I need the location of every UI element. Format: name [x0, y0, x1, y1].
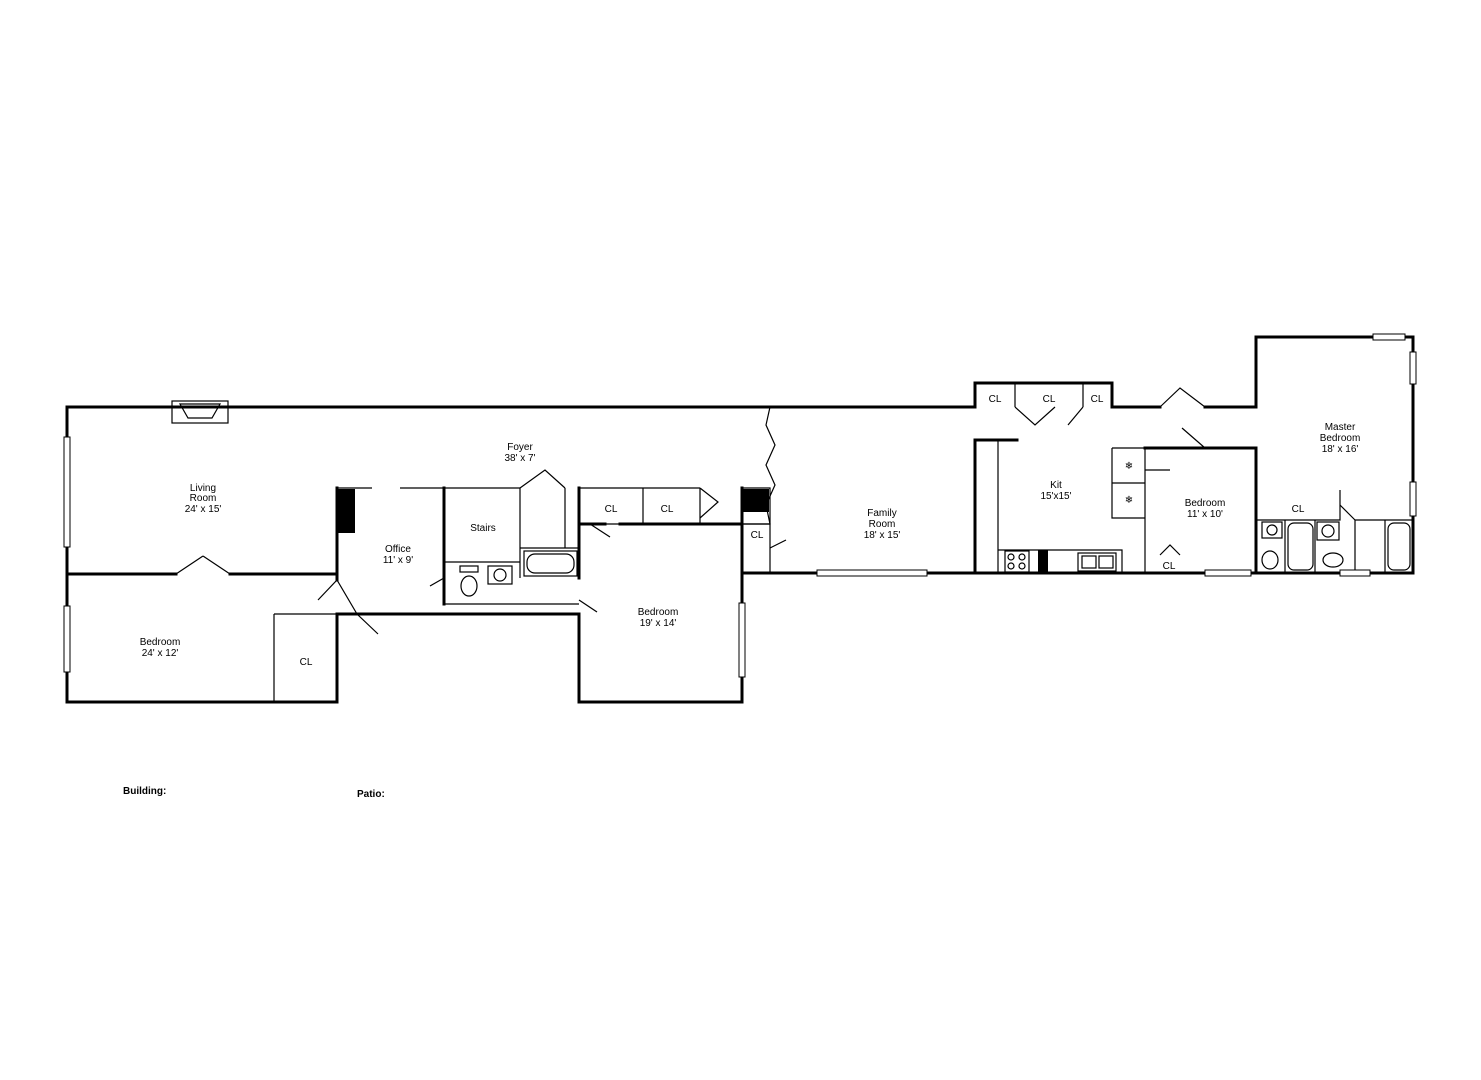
room-name: Kit [1050, 480, 1062, 491]
fridge-block [1038, 550, 1048, 573]
fireplace-icon [171, 400, 229, 424]
closet-label: CL [661, 504, 674, 515]
svg-text:❄: ❄ [1125, 461, 1133, 472]
room-name: Bedroom [1320, 433, 1361, 444]
room-name: Bedroom [140, 637, 181, 648]
building-label: Building: [123, 786, 167, 797]
room-name: Living [190, 483, 216, 494]
room-dims: 11' x 9' [383, 555, 413, 566]
room-name: Room [869, 519, 896, 530]
closet-labels: CL CL CL CL CL CL CL CL CL [300, 394, 1305, 668]
cooktop-icon: ❄ ❄ [1125, 461, 1133, 506]
stove-icon [1004, 550, 1030, 573]
room-dims: 18' x 16' [1322, 444, 1359, 455]
chimney-block [338, 489, 355, 533]
interior-walls [65, 383, 1413, 702]
room-dims: 38' x 7' [504, 453, 535, 464]
room-dims: 15'x15' [1040, 491, 1071, 502]
room-name: Stairs [470, 523, 496, 534]
sink-icon [1077, 552, 1117, 572]
room-name: Bedroom [1185, 498, 1226, 509]
room-dims: 19' x 14' [640, 618, 677, 629]
closet-label: CL [1163, 561, 1176, 572]
room-dims: 24' x 15' [185, 504, 222, 515]
room-dims: 24' x 12' [142, 648, 179, 659]
column-block [743, 489, 769, 512]
room-labels: Living Room 24' x 15' Bedroom 24' x 12' … [140, 422, 1361, 659]
room-name: Family [867, 508, 896, 519]
room-name: Room [190, 493, 217, 504]
toilet-icon [459, 550, 1344, 597]
room-name: Master [1325, 422, 1356, 433]
room-dims: 18' x 15' [864, 530, 901, 541]
closet-label: CL [1292, 504, 1305, 515]
closet-label: CL [989, 394, 1002, 405]
closet-label: CL [751, 530, 764, 541]
room-name: Foyer [507, 442, 533, 453]
vanity-sink-icon [487, 521, 1340, 585]
windows [63, 333, 1417, 678]
room-name: Bedroom [638, 607, 679, 618]
patio-label: Patio: [357, 789, 385, 800]
room-name: Office [385, 544, 411, 555]
closet-label: CL [1043, 394, 1056, 405]
doors [175, 387, 1356, 635]
room-dims: 11' x 10' [1187, 509, 1223, 520]
svg-text:❄: ❄ [1125, 495, 1133, 506]
closet-label: CL [1091, 394, 1104, 405]
closet-label: CL [300, 657, 313, 668]
closet-label: CL [605, 504, 618, 515]
